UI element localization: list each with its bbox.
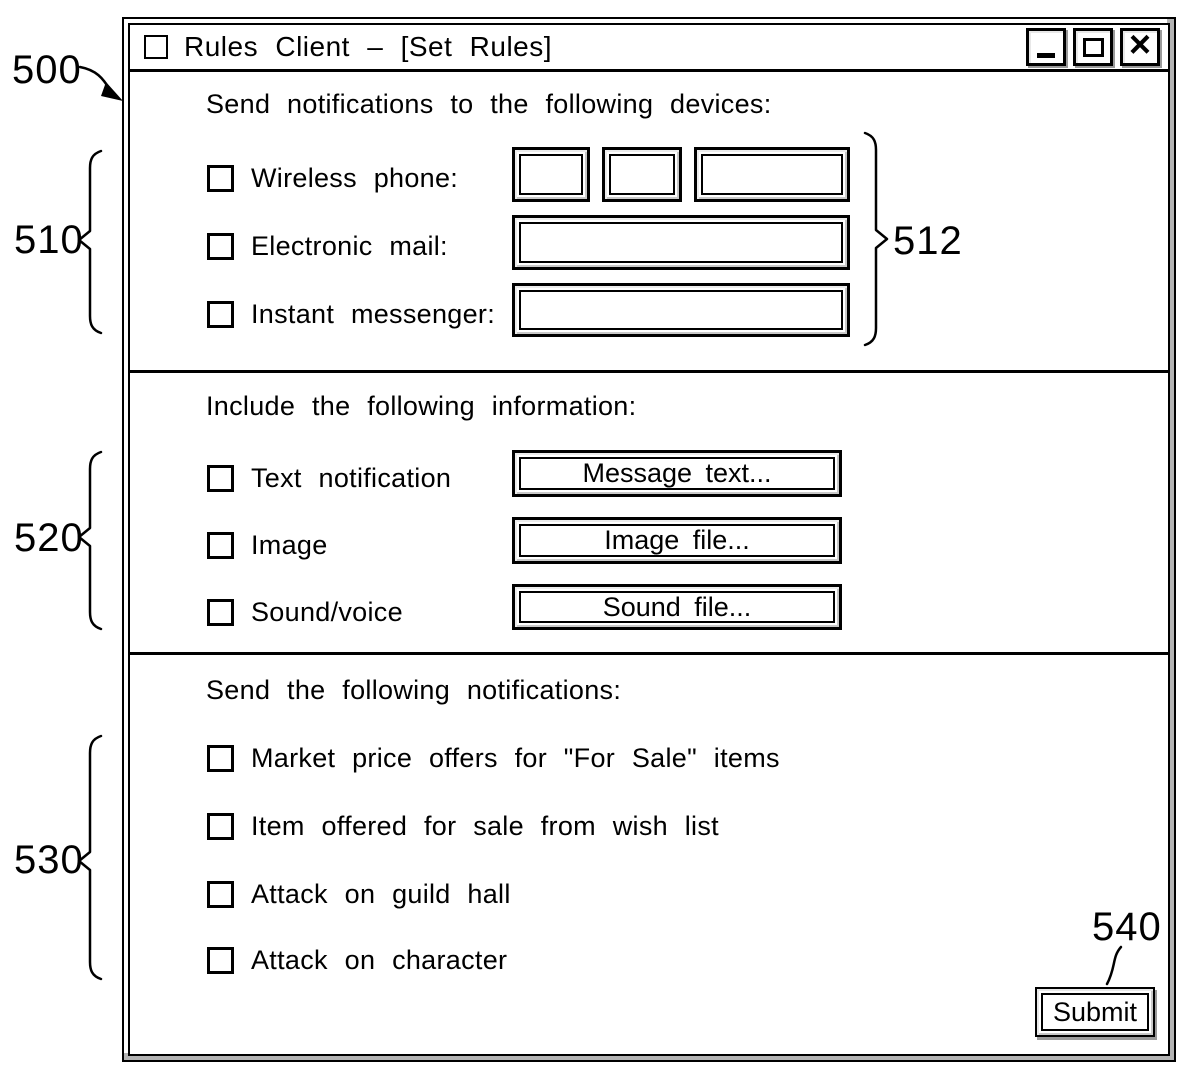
window-title: Rules Client – [Set Rules] xyxy=(184,31,553,62)
ref-label-530: 530 xyxy=(14,838,84,882)
text-notification-checkbox[interactable] xyxy=(207,464,234,492)
wireless-phone-input-3[interactable] xyxy=(694,147,850,202)
instant-messenger-checkbox[interactable] xyxy=(207,300,234,328)
close-icon: × xyxy=(1128,24,1152,66)
attack-guild-hall-label: Attack on guild hall xyxy=(251,878,511,909)
instant-messenger-label: Instant messenger: xyxy=(251,298,496,329)
attack-character-label: Attack on character xyxy=(251,944,508,975)
text-notification-label: Text notification xyxy=(251,462,452,493)
message-text-button[interactable]: Message text... xyxy=(512,450,842,497)
rules-client-window: Rules Client – [Set Rules] × Send notifi… xyxy=(122,17,1176,1062)
wireless-phone-row: Wireless phone: xyxy=(207,158,458,198)
sound-file-button[interactable]: Sound file... xyxy=(512,584,842,630)
item-offered-label: Item offered for sale from wish list xyxy=(251,810,719,841)
window-frame: Rules Client – [Set Rules] × Send notifi… xyxy=(128,23,1170,1056)
submit-button-label: Submit xyxy=(1041,993,1149,1031)
ref-label-520: 520 xyxy=(14,516,84,560)
electronic-mail-row: Electronic mail: xyxy=(207,226,448,266)
ref-label-500: 500 xyxy=(12,48,82,92)
instant-messenger-input[interactable] xyxy=(512,283,850,337)
electronic-mail-label: Electronic mail: xyxy=(251,230,448,261)
brace-510 xyxy=(77,149,103,335)
minimize-icon xyxy=(1037,53,1055,58)
sound-voice-checkbox[interactable] xyxy=(207,598,234,626)
maximize-button[interactable] xyxy=(1073,28,1113,66)
submit-button[interactable]: Submit xyxy=(1035,987,1155,1037)
arrowhead-500 xyxy=(101,82,123,101)
close-button[interactable]: × xyxy=(1120,24,1160,66)
system-menu-icon[interactable] xyxy=(144,35,168,59)
attack-character-row: Attack on character xyxy=(207,940,507,980)
market-price-offers-label: Market price offers for "For Sale" items xyxy=(251,742,780,773)
brace-530 xyxy=(77,734,103,981)
sound-voice-row: Sound/voice xyxy=(207,592,403,632)
maximize-icon xyxy=(1082,37,1104,57)
brace-520 xyxy=(77,450,103,631)
notifications-section-header: Send the following notifications: xyxy=(206,675,622,705)
wireless-phone-checkbox[interactable] xyxy=(207,164,234,192)
section-divider-1 xyxy=(130,370,1168,373)
image-row: Image xyxy=(207,525,328,565)
leader-line-500 xyxy=(78,65,112,92)
wireless-phone-input-2[interactable] xyxy=(602,147,682,202)
attack-guild-hall-checkbox[interactable] xyxy=(207,880,234,908)
electronic-mail-input[interactable] xyxy=(512,215,850,270)
information-section-header: Include the following information: xyxy=(206,391,637,421)
image-checkbox[interactable] xyxy=(207,531,234,559)
image-file-button[interactable]: Image file... xyxy=(512,517,842,564)
window-controls: × xyxy=(1026,24,1160,66)
instant-messenger-row: Instant messenger: xyxy=(207,294,495,334)
market-price-offers-row: Market price offers for "For Sale" items xyxy=(207,738,780,778)
electronic-mail-checkbox[interactable] xyxy=(207,232,234,260)
image-label: Image xyxy=(251,529,328,560)
attack-character-checkbox[interactable] xyxy=(207,946,234,974)
wireless-phone-label: Wireless phone: xyxy=(251,162,459,193)
wireless-phone-input-1[interactable] xyxy=(512,147,590,202)
section-divider-2 xyxy=(130,652,1168,655)
title-bar: Rules Client – [Set Rules] × xyxy=(130,25,1168,72)
market-price-offers-checkbox[interactable] xyxy=(207,744,234,772)
ref-label-510: 510 xyxy=(14,218,84,262)
text-notification-row: Text notification xyxy=(207,458,451,498)
item-offered-checkbox[interactable] xyxy=(207,812,234,840)
attack-guild-hall-row: Attack on guild hall xyxy=(207,874,511,914)
minimize-button[interactable] xyxy=(1026,28,1066,66)
devices-section-header: Send notifications to the following devi… xyxy=(206,89,772,119)
sound-voice-label: Sound/voice xyxy=(251,596,403,627)
item-offered-row: Item offered for sale from wish list xyxy=(207,806,719,846)
